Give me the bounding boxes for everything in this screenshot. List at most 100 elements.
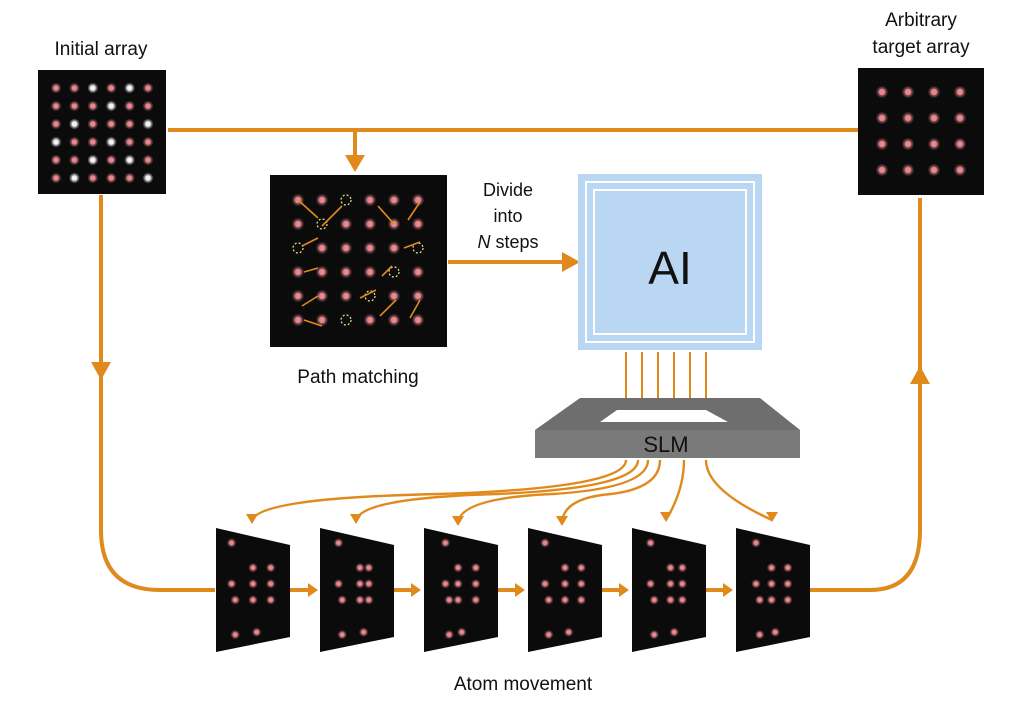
atom — [343, 221, 349, 227]
atom — [90, 103, 96, 109]
atom — [455, 565, 461, 570]
movement-panel-face — [632, 528, 706, 652]
atom — [295, 317, 301, 323]
target-site-marker — [292, 242, 304, 254]
atom — [668, 597, 673, 603]
atom — [415, 269, 421, 275]
right-loop-arrowhead — [910, 366, 930, 384]
atom — [108, 85, 114, 91]
move-path-line — [303, 319, 323, 327]
move-path-line — [409, 299, 421, 319]
atom — [957, 141, 963, 147]
atom — [391, 245, 397, 251]
atom — [108, 139, 114, 145]
ai-box-inner-frame-1 — [585, 181, 755, 343]
atom — [785, 597, 791, 603]
atom — [53, 139, 59, 145]
slm-to-panel-arrows — [246, 459, 778, 526]
target-site-marker — [364, 290, 376, 302]
movement-panel-face — [424, 528, 498, 652]
atom — [127, 139, 133, 145]
atom — [957, 115, 963, 121]
atom — [668, 565, 673, 570]
atom — [127, 103, 133, 109]
atom — [459, 629, 465, 635]
atom — [367, 197, 373, 203]
atom — [651, 597, 657, 603]
atom-movement-label: Atom movement — [454, 674, 593, 695]
path-matching-atoms — [291, 193, 425, 327]
step-arrowhead-2 — [411, 583, 421, 597]
atom — [357, 597, 363, 603]
step-arrowhead-5 — [723, 583, 733, 597]
atom — [295, 293, 301, 299]
move-path-line — [301, 237, 319, 247]
atom — [651, 632, 657, 637]
atom — [671, 629, 677, 635]
atom — [562, 565, 568, 570]
atom — [391, 293, 397, 299]
target-array-panel — [858, 68, 984, 195]
move-path-line — [381, 265, 393, 277]
atom — [879, 141, 885, 147]
atom — [90, 139, 96, 145]
slm-panel-arrowhead — [350, 514, 362, 524]
slm-window — [600, 410, 728, 422]
atom — [53, 85, 59, 91]
atom — [268, 581, 274, 587]
slm-panel-arrowhead — [556, 516, 568, 526]
atom — [680, 565, 685, 570]
atom — [879, 89, 885, 95]
atom — [71, 139, 77, 145]
atom — [336, 581, 341, 587]
atom — [391, 317, 397, 323]
divide-steps-text: steps — [490, 232, 538, 252]
slm-panel-arrowhead — [660, 512, 672, 522]
slm-panel-arrowhead — [246, 514, 258, 524]
atom — [295, 269, 301, 275]
atom — [680, 597, 685, 603]
atom — [391, 197, 397, 203]
slm-label: SLM — [643, 432, 688, 457]
atom — [71, 103, 77, 109]
atom — [443, 540, 448, 546]
movement-panel-4 — [528, 528, 602, 652]
atom — [53, 103, 59, 109]
atom — [415, 221, 421, 227]
atom — [931, 167, 937, 173]
move-path-line — [297, 199, 319, 219]
atom — [443, 581, 448, 587]
atom — [367, 245, 373, 251]
move-path-line — [377, 205, 395, 225]
atom — [542, 540, 548, 546]
atom — [769, 597, 774, 603]
atom — [145, 85, 151, 91]
slm-panel-curve — [456, 459, 650, 525]
path-matching-label: Path matching — [297, 367, 418, 388]
movement-panel-1 — [216, 528, 290, 652]
move-path-line — [321, 205, 343, 227]
atom — [145, 103, 151, 109]
atom — [757, 632, 762, 637]
atom — [668, 581, 673, 587]
slm-panel-curve — [250, 459, 628, 523]
slm-panel-curve — [354, 459, 640, 523]
slm-panel-curve — [704, 459, 773, 522]
atom — [578, 565, 584, 570]
move-path-line — [379, 299, 397, 317]
atom — [319, 269, 325, 275]
atom — [680, 581, 685, 587]
atom — [319, 293, 325, 299]
movement-panel-5 — [632, 528, 706, 652]
atom — [250, 581, 256, 587]
atom — [127, 85, 133, 91]
atom — [473, 581, 479, 587]
atom — [90, 85, 96, 91]
atom — [229, 581, 234, 587]
flow-arrows — [99, 128, 922, 592]
atom — [71, 175, 77, 181]
atom — [127, 121, 133, 127]
target-array-label-line1: Arbitrary — [885, 10, 957, 31]
atom — [785, 565, 791, 570]
